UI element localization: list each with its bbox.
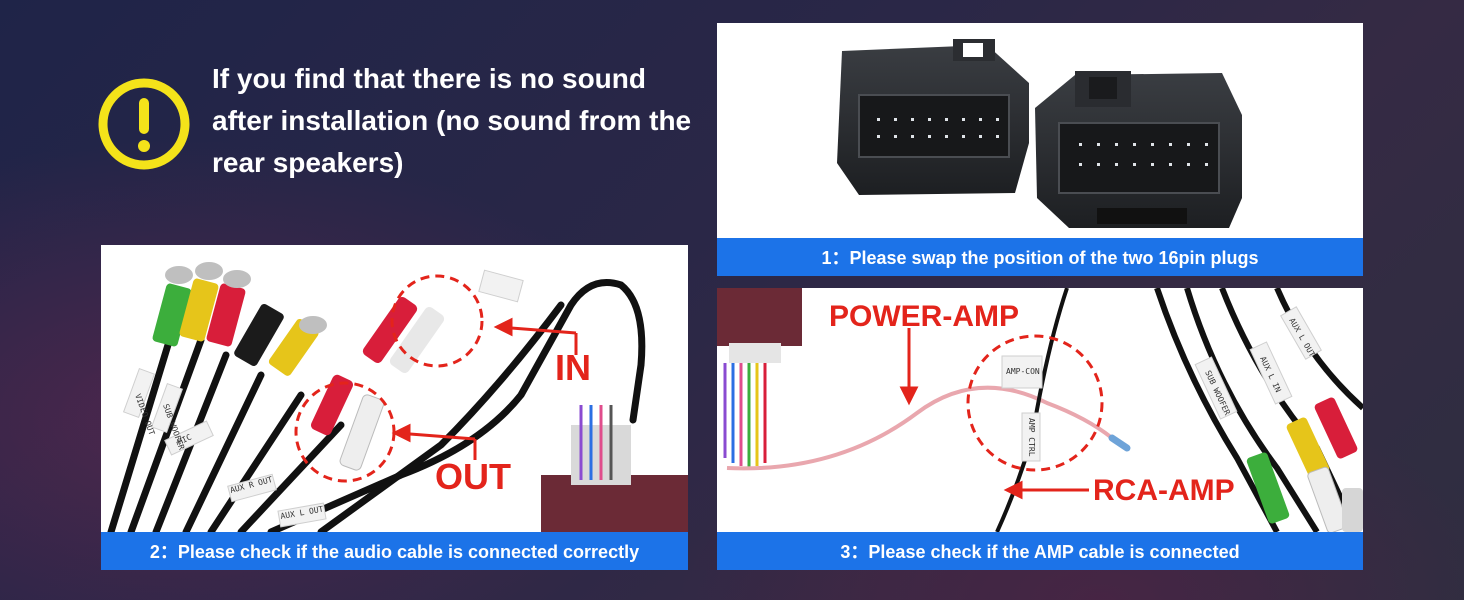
step-2-caption: 2：Please check if the audio cable is con… bbox=[101, 532, 688, 570]
tag-amp-ctrl: AMP CTRL bbox=[1027, 418, 1036, 457]
step-2-panel: VIDEO OUT SUB WOOFER MIC AUX R OUT AUX L… bbox=[101, 245, 688, 570]
rca-pair-center bbox=[310, 296, 445, 471]
step-3-caption: 3：Please check if the AMP cable is conne… bbox=[717, 532, 1363, 570]
step-1-caption: 1：Please swap the position of the two 16… bbox=[717, 238, 1363, 276]
amp-cable-photo: AMP-CON AMP CTRL SUB WOOFER AUX L IN AUX… bbox=[717, 288, 1363, 532]
headline: If you find that there is no sound after… bbox=[212, 63, 692, 178]
out-label: OUT bbox=[435, 456, 511, 497]
step-3-panel: AMP-CON AMP CTRL SUB WOOFER AUX L IN AUX… bbox=[717, 288, 1363, 570]
rca-connectors-left bbox=[152, 262, 327, 376]
step-1-panel: 1：Please swap the position of the two 16… bbox=[717, 23, 1363, 276]
power-amp-label: POWER-AMP bbox=[829, 300, 1019, 333]
exclamation-circle-icon bbox=[98, 78, 190, 170]
audio-cable-photo: VIDEO OUT SUB WOOFER MIC AUX R OUT AUX L… bbox=[107, 262, 688, 532]
connector-plugs-photo bbox=[837, 39, 1242, 228]
tag-amp-con: AMP-CON bbox=[1006, 367, 1040, 376]
right-16pin-plug bbox=[1035, 71, 1242, 228]
rca-amp-label: RCA-AMP bbox=[1093, 474, 1235, 507]
in-label: IN bbox=[555, 347, 591, 388]
left-16pin-plug bbox=[837, 39, 1029, 195]
